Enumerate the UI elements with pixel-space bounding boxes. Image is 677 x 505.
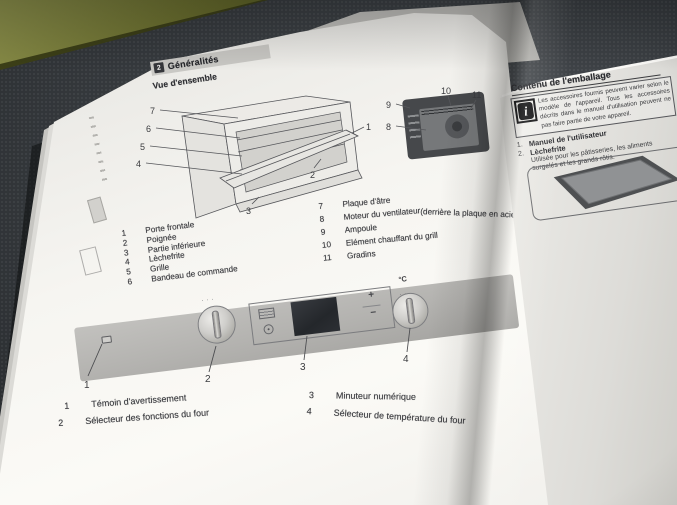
info-icon-glyph: i	[517, 101, 535, 121]
part-num: 11	[322, 253, 332, 263]
callout-11: 11	[472, 90, 481, 100]
cavity-callouts: 9 8 10 11	[386, 86, 481, 132]
callout-10: 10	[441, 86, 451, 96]
legend-num: 1	[64, 400, 70, 411]
legend-num: 2	[58, 417, 64, 428]
oven-diagram: 7 6 5 4 1 2 3	[136, 95, 371, 219]
part-label: Gradins	[346, 249, 376, 261]
info-icon: i	[513, 98, 538, 124]
control-legend-item: 3 Minuteur numérique	[309, 390, 416, 402]
baking-tray-drawing	[553, 155, 677, 210]
panel-callout-1: 1	[84, 380, 90, 391]
section-number-icon: 2	[153, 62, 165, 74]
callout-5: 5	[140, 142, 145, 152]
panel-callout-2: 2	[205, 374, 211, 385]
callout-9: 9	[386, 100, 391, 110]
callout-7: 7	[150, 106, 155, 116]
panel-callout-4: 4	[403, 354, 409, 365]
panel-callouts: 1 2 3 4	[84, 327, 411, 391]
callout-4: 4	[136, 159, 141, 169]
callout-3: 3	[246, 206, 251, 216]
right-page-content: Contenu de l'emballage i Les accessoires…	[506, 57, 677, 222]
callout-1: 1	[366, 122, 371, 132]
callout-8: 8	[386, 122, 391, 132]
legend-num: 4	[306, 406, 313, 417]
legend-label: Minuteur numérique	[335, 390, 417, 402]
panel-callout-3: 3	[300, 362, 306, 373]
baking-tray-figure	[526, 145, 677, 222]
legend-num: 3	[308, 390, 315, 401]
callout-6: 6	[146, 124, 151, 134]
callout-2: 2	[310, 170, 315, 180]
